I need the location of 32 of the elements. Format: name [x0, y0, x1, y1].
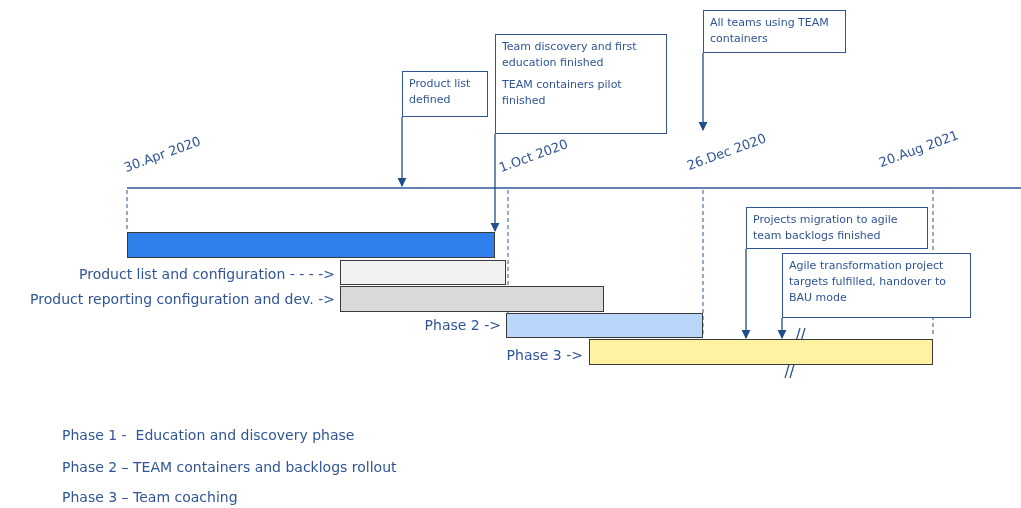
callout-text: Team discovery and first education finished — [502, 39, 638, 71]
leader-line — [741, 248, 751, 339]
callout-text: TEAM containers pilot finished — [502, 77, 623, 109]
leader-line — [777, 317, 787, 339]
bar-label: Product list and configuration - - - -> — [79, 266, 335, 282]
callout-text: Agile transformation project targets fulfilled, handover to BAU mode — [789, 258, 948, 306]
leader-line — [698, 52, 708, 131]
callout-text: Product list defined — [409, 76, 472, 108]
phase-bar — [340, 260, 506, 285]
callout-text: All teams using TEAM containers — [710, 15, 830, 47]
callout-box — [495, 34, 667, 134]
callout-box — [402, 71, 488, 117]
date-label: 26.Dec 2020 — [684, 130, 769, 173]
callout-box — [782, 253, 971, 318]
phase-note: Phase 1 - Education and discovery phase — [62, 427, 355, 443]
leader-line — [397, 116, 407, 187]
bar-label: Phase 2 -> — [424, 317, 501, 333]
date-label: 20.Aug 2021 — [876, 127, 961, 170]
bar-label: Product reporting configuration and dev. -> — [30, 291, 335, 307]
leader-line — [490, 133, 500, 232]
phase-note: Phase 3 – Team coaching — [62, 489, 238, 505]
phase-bar — [340, 286, 604, 312]
phase-note: Phase 2 – TEAM containers and backlogs rollout — [62, 459, 397, 475]
phase-bar — [506, 313, 703, 338]
callout-box — [746, 207, 928, 249]
phase-bar — [127, 232, 495, 258]
callout-text: Projects migration to agile team backlogs finished — [753, 212, 899, 244]
date-label: 30.Apr 2020 — [121, 133, 203, 175]
date-label: 1.Oct 2020 — [496, 136, 570, 175]
bar-label: Phase 3 -> — [506, 347, 583, 363]
callout-box — [703, 10, 846, 53]
phase-bar — [589, 339, 933, 365]
